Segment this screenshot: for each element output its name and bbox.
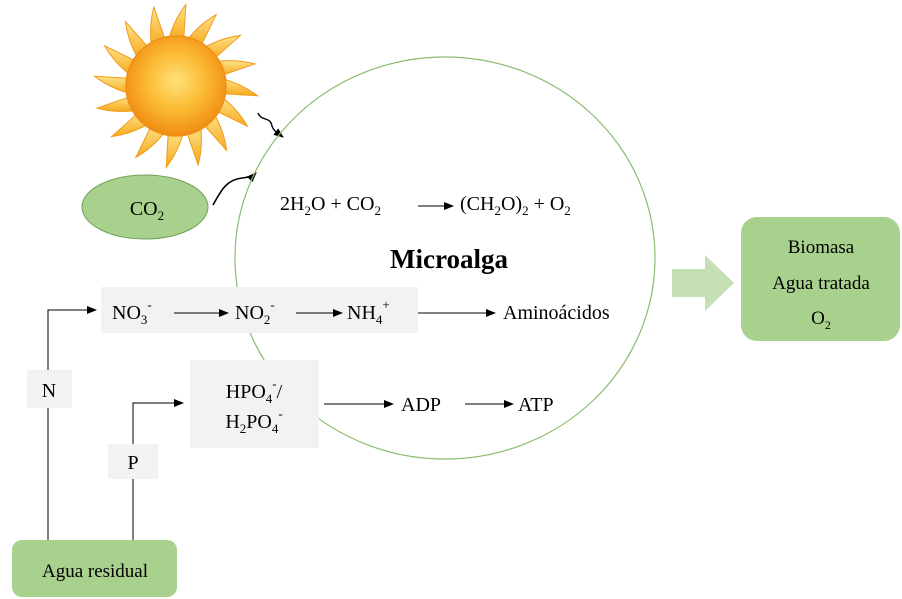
photosynthesis-equation: 2H2O + CO2 (CH2O)2 + O2 — [280, 193, 571, 218]
block-arrow-right-icon — [672, 255, 734, 311]
agua-residual-label: Agua residual — [42, 561, 148, 582]
nitrogen-connector — [47, 306, 97, 540]
sun-ray — [93, 75, 132, 95]
phosphorus-connector — [132, 399, 184, 540]
output-o2: O2 — [811, 308, 831, 332]
co2-label: CO — [130, 198, 158, 220]
nitrogen-pathway-box — [101, 287, 418, 333]
sun-ray — [167, 3, 187, 42]
aminoacidos-label: Aminoácidos — [503, 302, 610, 324]
svg-text:(CH2O)2 + O2: (CH2O)2 + O2 — [460, 193, 571, 218]
agua-residual-box — [12, 540, 177, 597]
microalga-cell — [234, 56, 656, 460]
sun-ray — [150, 5, 167, 48]
svg-text:CO2: CO2 — [130, 198, 164, 223]
svg-text:H2PO4-: H2PO4- — [225, 406, 282, 436]
sun-ray — [214, 60, 257, 77]
p-label: P — [127, 452, 138, 474]
curved-arrow-icon — [257, 112, 284, 138]
output-biomasa: Biomasa — [788, 237, 855, 258]
svg-text:2H2O + CO2: 2H2O + CO2 — [280, 193, 381, 218]
output-agua-tratada: Agua tratada — [772, 273, 870, 294]
sun-icon — [93, 3, 259, 169]
adp-label: ADP — [401, 394, 441, 416]
phosphate-box — [190, 360, 319, 448]
nitrogen-pathway: NO3- NO2- NH4+ Aminoácidos — [112, 297, 610, 327]
svg-text:NO3-: NO3- — [112, 297, 152, 327]
sun-ray — [220, 77, 259, 97]
output-box: Biomasa Agua tratada O2 — [741, 217, 900, 341]
svg-text:HPO4-/: HPO4-/ — [226, 376, 283, 406]
n-label: N — [42, 380, 56, 402]
microalga-label: Microalga — [390, 244, 508, 274]
atp-label: ATP — [518, 394, 554, 416]
svg-text:NO2-: NO2- — [235, 297, 275, 327]
svg-text:NH4+: NH4+ — [347, 297, 390, 327]
co2-node: CO2 — [81, 174, 209, 240]
sun-ray — [95, 95, 138, 112]
sun-ray — [165, 130, 185, 169]
sun-ray — [185, 124, 202, 167]
curved-arrow-icon — [212, 172, 257, 206]
phosphate-pathway: HPO4-/ H2PO4- ADP ATP — [225, 376, 553, 436]
